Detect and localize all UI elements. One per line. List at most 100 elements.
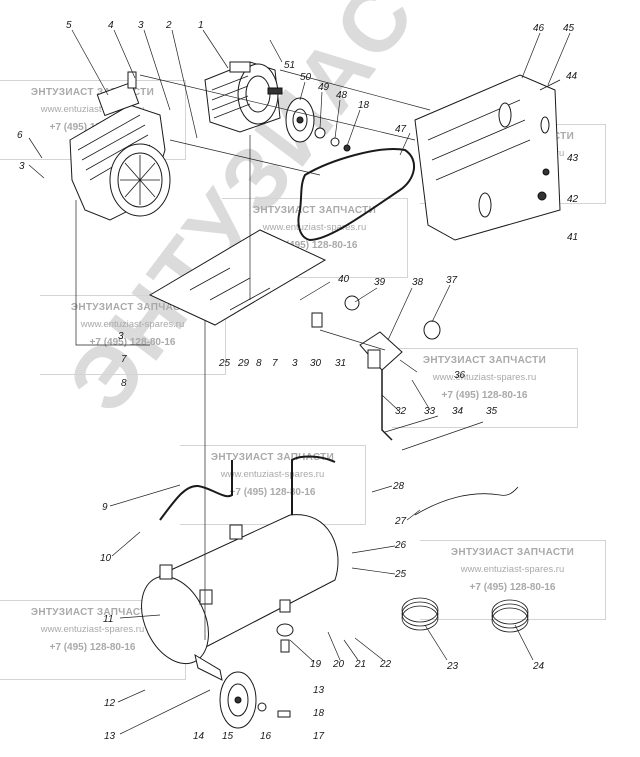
callout-4: 4 xyxy=(108,20,114,31)
callout-6: 6 xyxy=(17,130,23,141)
callout-30: 30 xyxy=(310,358,322,369)
watermark-url: www.entuziast-spares.ru xyxy=(220,469,325,480)
callout-45: 45 xyxy=(563,23,575,34)
pressure-switch xyxy=(359,331,403,371)
motor-base-plate xyxy=(148,229,327,326)
callout-37: 37 xyxy=(446,275,458,286)
callout-14: 14 xyxy=(193,731,205,742)
callout-33: 33 xyxy=(424,406,436,417)
callout-1: 1 xyxy=(198,20,204,31)
callout-25: 25 xyxy=(394,569,407,580)
callout-40: 40 xyxy=(338,274,350,285)
callout-2: 2 xyxy=(165,20,172,31)
callout-41: 41 xyxy=(567,232,578,243)
callout-51: 51 xyxy=(284,60,295,71)
watermark-phone: +7 (495) 128-80-16 xyxy=(229,487,316,498)
callout-38: 38 xyxy=(412,277,424,288)
callout-27: 27 xyxy=(394,516,407,527)
watermark-url: www.entuziast-spares.ru xyxy=(40,624,145,635)
callout-13: 13 xyxy=(104,731,116,742)
washer-15 xyxy=(257,702,267,712)
callout-35: 35 xyxy=(486,406,498,417)
watermark-url: www.entuziast-spares.ru xyxy=(80,319,185,330)
watermark-title: ЭНТУЗИАСТ ЗАПЧАСТИ xyxy=(30,87,155,98)
watermark-title: ЭНТУЗИАСТ ЗАПЧАСТИ xyxy=(422,355,547,366)
tank-inlet-pipe xyxy=(291,455,336,520)
callout-31: 31 xyxy=(335,358,346,369)
callout-16: 16 xyxy=(260,731,272,742)
callout-18: 18 xyxy=(313,708,325,719)
callout-9: 9 xyxy=(102,502,108,513)
drive-belt xyxy=(297,148,415,242)
motor-pulley xyxy=(285,97,315,143)
watermark-phone: +7 (495) 128-80-16 xyxy=(49,642,136,653)
callout-49: 49 xyxy=(318,82,330,93)
watermark-url: www.entuziast-spares.ru xyxy=(460,564,565,575)
washer-49 xyxy=(314,127,326,139)
compressor-head xyxy=(69,71,171,221)
callout-15: 15 xyxy=(222,731,234,742)
hose-coil-23 xyxy=(401,597,439,631)
callout-32: 32 xyxy=(395,406,407,417)
electric-motor xyxy=(204,61,283,133)
watermark-box-3: ЭНТУЗИАСТ ЗАПЧАСТИ www.entuziast-spares.… xyxy=(222,198,408,278)
callout-19: 19 xyxy=(310,659,322,670)
watermark-url: www.entuziast-spares.ru xyxy=(262,222,367,233)
hose-coil-24 xyxy=(491,599,529,633)
callout-labels: 1 2 3 4 5 6 3 51 50 49 48 18 46 45 44 47… xyxy=(17,20,579,742)
callout-50: 50 xyxy=(300,72,312,83)
callout-12: 12 xyxy=(104,698,116,709)
callout-11: 11 xyxy=(103,614,113,625)
callout-21: 21 xyxy=(354,659,366,670)
callout-26: 26 xyxy=(394,540,407,551)
callout-5: 5 xyxy=(66,20,72,31)
callout-43: 43 xyxy=(567,153,579,164)
callout-leaders xyxy=(28,29,571,735)
watermark-phone: +7 (495) 128-80-16 xyxy=(469,582,556,593)
callout-28: 28 xyxy=(392,481,405,492)
callout-22: 22 xyxy=(379,659,392,670)
bolt-16 xyxy=(277,710,291,718)
watermark-title: ЭНТУЗИАСТ ЗАПЧАСТИ xyxy=(450,547,575,558)
watermark-phone: +7 (495) 128-80-16 xyxy=(271,240,358,251)
callout-13: 13 xyxy=(313,685,325,696)
callout-3: 3 xyxy=(118,331,124,342)
watermark-title: ЭНТУЗИАСТ ЗАПЧАСТИ xyxy=(70,302,195,313)
callout-10: 10 xyxy=(100,553,112,564)
callout-8: 8 xyxy=(256,358,262,369)
nut-41 xyxy=(537,191,547,201)
callout-3: 3 xyxy=(19,161,25,172)
callout-48: 48 xyxy=(336,90,348,101)
assembly-lines xyxy=(75,69,431,640)
callout-18: 18 xyxy=(358,100,370,111)
screw-45 xyxy=(539,79,561,91)
callout-3: 3 xyxy=(292,358,298,369)
washer-48 xyxy=(330,137,340,147)
discharge-pipe xyxy=(159,460,233,521)
callout-47: 47 xyxy=(395,124,407,135)
callout-3: 3 xyxy=(138,20,144,31)
callout-20: 20 xyxy=(332,659,345,670)
callout-17: 17 xyxy=(313,731,325,742)
watermark-url: www.entuziast-spares.ru xyxy=(432,372,537,383)
watermark-title: ЭНТУЗИАСТ ЗАПЧАСТИ xyxy=(252,205,377,216)
callout-39: 39 xyxy=(374,277,386,288)
rubber-foot xyxy=(276,623,294,653)
watermark-phone: +7 (495) 128-80-16 xyxy=(441,390,528,401)
switch-tube xyxy=(381,370,393,441)
fan-bolt-42 xyxy=(542,168,550,176)
callout-7: 7 xyxy=(272,358,278,369)
callout-23: 23 xyxy=(446,661,459,672)
watermark-box-4: ЭНТУЗИАСТ ЗАПЧАСТИ www.entuziast-spares.… xyxy=(40,295,226,375)
callout-24: 24 xyxy=(532,661,545,672)
callout-25: 25 xyxy=(218,358,231,369)
air-receiver-tank xyxy=(141,514,339,681)
callout-36: 36 xyxy=(454,370,466,381)
watermark-title: ЭНТУЗИАСТ ЗАПЧАСТИ xyxy=(210,452,335,463)
callout-29: 29 xyxy=(237,358,250,369)
callout-46: 46 xyxy=(533,23,545,34)
watermark-phone: +7 (495) 128-80-16 xyxy=(89,337,176,348)
wheel xyxy=(219,671,257,729)
